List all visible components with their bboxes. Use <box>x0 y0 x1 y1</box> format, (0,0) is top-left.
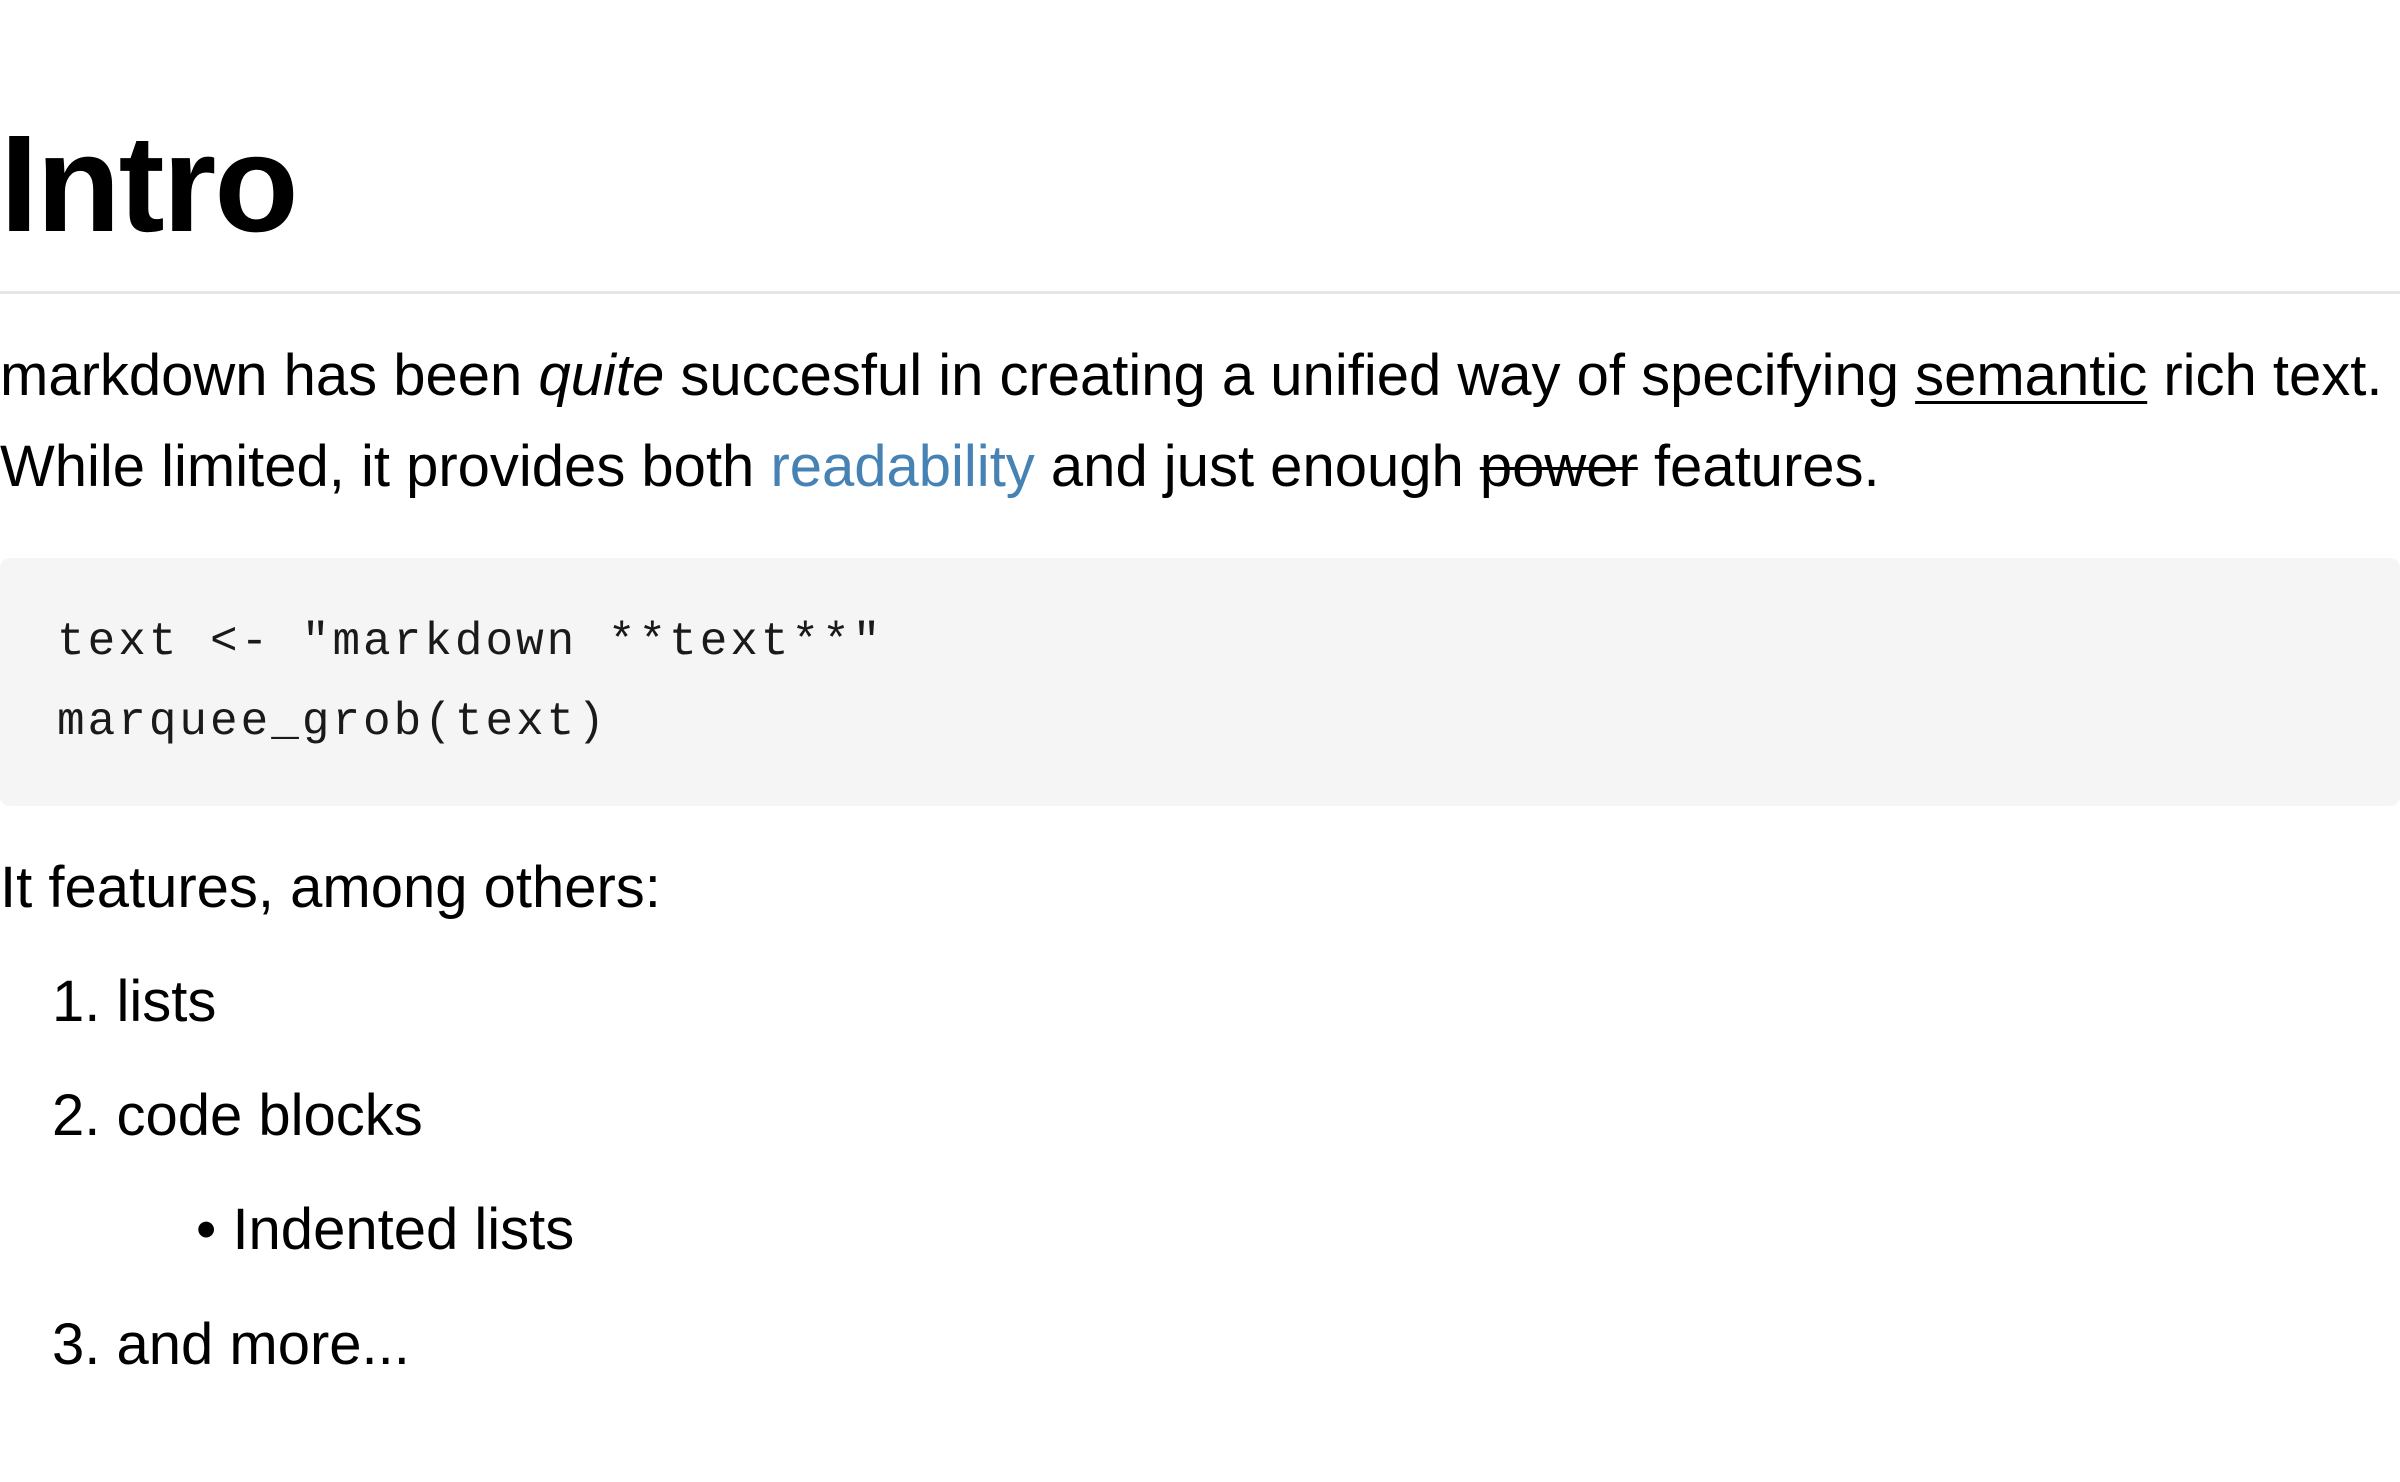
nested-list-item: • Indented lists <box>196 1190 574 1270</box>
list-marker: 2. <box>52 1083 101 1148</box>
heading-divider <box>0 291 2400 294</box>
code-line: text <- "markdown **text**" <box>57 616 884 668</box>
page-title: Intro <box>0 107 299 261</box>
list-item: 1. lists <box>52 962 216 1042</box>
list-marker: 1. <box>52 969 101 1034</box>
code-line: marquee_grob(text) <box>57 696 608 748</box>
list-item: 2. code blocks <box>52 1076 423 1156</box>
emphasis-text: quite <box>538 343 665 408</box>
code-block <box>0 558 2400 806</box>
list-item-text: code blocks <box>116 1083 423 1148</box>
paragraph-text: features. <box>1637 434 1880 499</box>
underlined-text: semantic <box>1915 343 2148 408</box>
paragraph-text: While limited, it provides both <box>0 434 771 499</box>
list-item-text: and more... <box>116 1312 410 1377</box>
readability-link[interactable]: readability <box>770 434 1035 499</box>
paragraph-text: and just enough <box>1034 434 1480 499</box>
strikethrough-text: power <box>1479 434 1638 499</box>
list-marker: 3. <box>52 1312 101 1377</box>
list-item: 3. and more... <box>52 1305 410 1385</box>
intro-paragraph: markdown has been quite succesful in cre… <box>0 330 2400 512</box>
list-item-text: Indented lists <box>232 1197 575 1262</box>
bullet-marker: • <box>196 1197 217 1262</box>
paragraph-text: markdown has been <box>0 343 539 408</box>
features-intro: It features, among others: <box>0 855 661 920</box>
paragraph-text: rich text. <box>2147 343 2383 408</box>
list-item-text: lists <box>116 969 217 1034</box>
paragraph-text: succesful in creating a unified way of s… <box>664 343 1916 408</box>
